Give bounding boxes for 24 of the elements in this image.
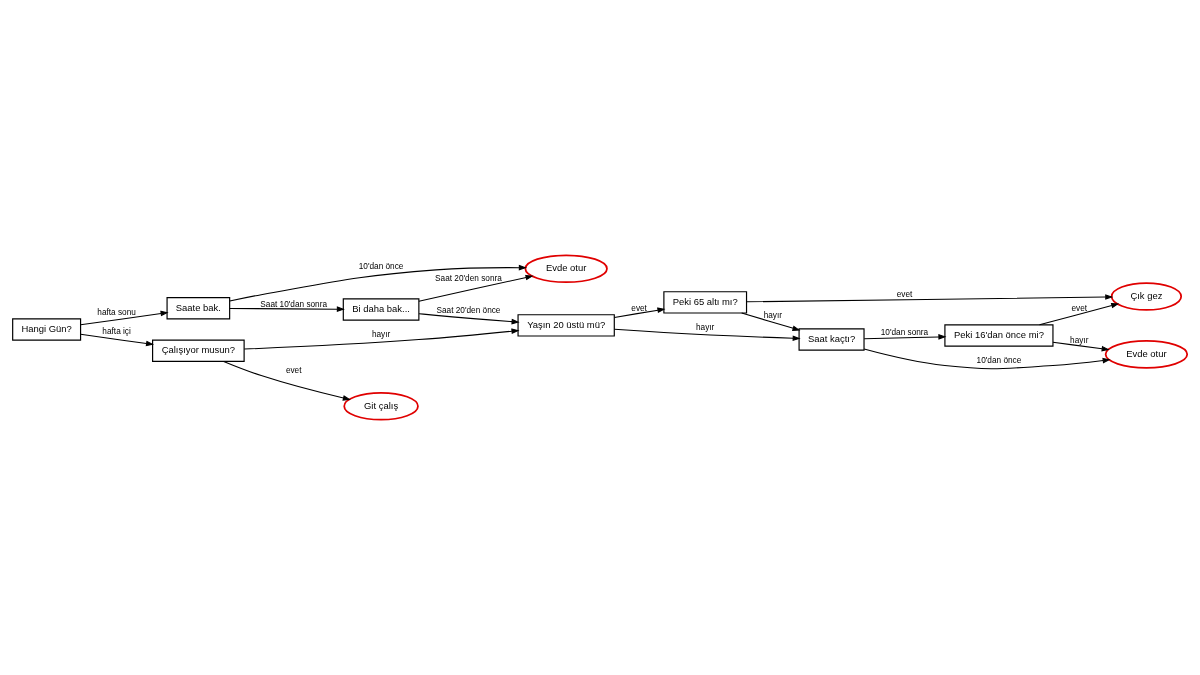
arrow <box>80 333 155 347</box>
arrow <box>418 313 520 325</box>
node-box: Çalışıyor musun? <box>152 339 245 362</box>
arrow <box>613 307 666 318</box>
arrow <box>243 328 520 350</box>
node-box: Peki 65 altı mı? <box>663 291 748 314</box>
arrow <box>418 274 534 302</box>
arrow <box>80 310 169 326</box>
node-box: Saate bak. <box>166 297 231 320</box>
arrow <box>863 348 1111 370</box>
node-box: Peki 16'dan önce mi? <box>944 324 1054 347</box>
arrow <box>1038 302 1120 326</box>
arrow <box>229 306 345 312</box>
arrow <box>223 360 351 401</box>
node-box: Hangi Gün? <box>12 318 82 341</box>
arrow <box>746 294 1114 303</box>
arrow <box>863 334 947 340</box>
arrow <box>741 312 801 331</box>
arrow <box>229 264 527 302</box>
arrow <box>613 328 801 342</box>
node-box: Saat kaçtı? <box>798 328 865 351</box>
arrow <box>1052 341 1110 352</box>
node-box: Yaşın 20 üstü mü? <box>517 314 615 337</box>
node-box: Bi daha bak... <box>342 298 420 321</box>
